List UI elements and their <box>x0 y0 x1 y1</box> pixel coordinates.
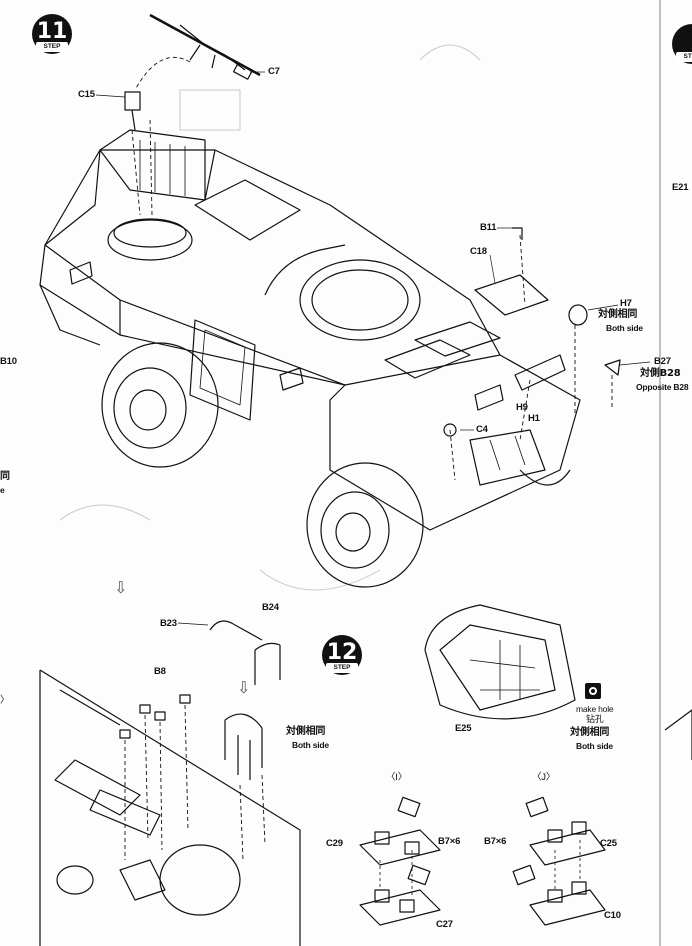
step-12-badge: 12 STEP <box>322 635 362 679</box>
part-label-h7: H7 <box>620 298 632 309</box>
step-11-badge: 11 STEP <box>32 14 72 58</box>
down-arrow-icon <box>237 678 252 697</box>
part-label-c10: C10 <box>604 910 621 921</box>
make-hole-cn: 钻孔 <box>586 715 604 725</box>
part-label-b11: B11 <box>480 222 497 233</box>
part-label-c25: C25 <box>600 838 617 849</box>
edge-fragment-e: e <box>0 485 5 495</box>
part-label-h1: H1 <box>528 413 540 424</box>
part-label-c27: C27 <box>436 919 453 930</box>
e25-note-en: Both side <box>576 741 613 751</box>
edge-fragment-cn: 同 <box>0 471 10 482</box>
part-label-b23: B23 <box>160 618 177 629</box>
b27-note-en: Opposite B28 <box>636 382 689 392</box>
edge-step-badge: STEP <box>672 24 692 68</box>
make-hole-icon <box>585 683 601 699</box>
edge-fragment-bracket: 〉 <box>0 695 10 706</box>
b8-note-cn: 対側相同 <box>286 726 326 737</box>
group-i-label: 〈I〉 <box>386 772 408 783</box>
part-label-b24: B24 <box>262 602 279 613</box>
part-label-b7-right: B7×6 <box>484 836 507 847</box>
e25-note-cn: 対側相同 <box>570 727 610 738</box>
part-label-c29: C29 <box>326 838 343 849</box>
edge-label-b10: B10 <box>0 356 17 367</box>
part-label-b7-left: B7×6 <box>438 836 461 847</box>
h7-note-cn: 対側相同 <box>598 309 638 320</box>
part-label-e25: E25 <box>455 723 472 734</box>
b27-note-cn: 対側B28 <box>640 368 681 379</box>
part-label-b27: B27 <box>654 356 671 367</box>
step-tag: STEP <box>36 42 68 52</box>
group-j-label: 〈J〉 <box>532 772 556 783</box>
part-label-c4: C4 <box>476 424 488 435</box>
part-label-c18: C18 <box>470 246 487 257</box>
h7-note-en: Both side <box>606 323 643 333</box>
part-label-b8: B8 <box>154 666 166 677</box>
step-tag: STEP <box>676 52 692 62</box>
b8-note-en: Both side <box>292 740 329 750</box>
part-label-c7: C7 <box>268 66 280 77</box>
down-arrow-icon <box>114 578 129 597</box>
edge-label-e21: E21 <box>672 182 689 193</box>
make-hole-label: make hole <box>576 704 614 714</box>
step-tag: STEP <box>326 663 358 673</box>
part-label-c15: C15 <box>78 89 95 100</box>
part-label-h9: H9 <box>516 402 528 413</box>
